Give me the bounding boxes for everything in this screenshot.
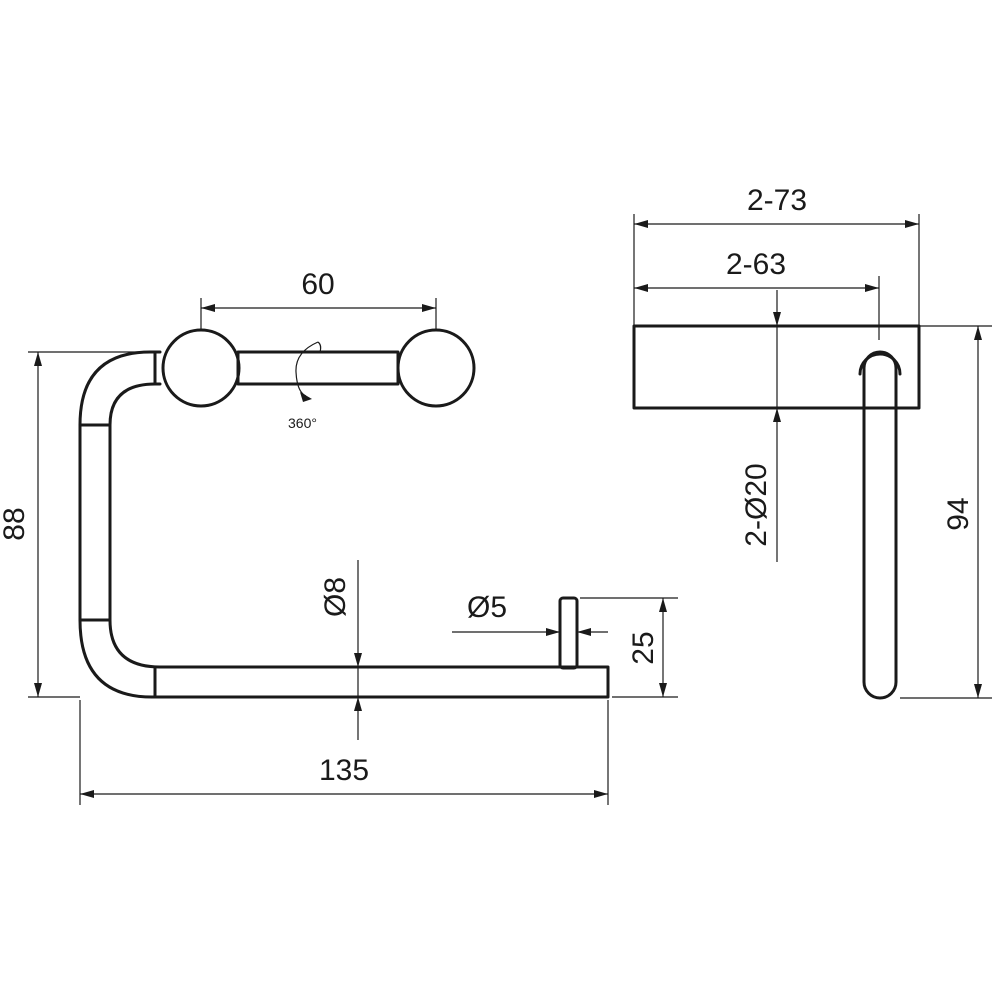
dim-height: 88 bbox=[0, 351, 158, 698]
dim-total-height: 94 bbox=[900, 325, 992, 699]
svg-text:Ø5: Ø5 bbox=[467, 591, 507, 624]
svg-text:94: 94 bbox=[942, 497, 975, 530]
svg-text:135: 135 bbox=[319, 754, 369, 787]
svg-text:Ø8: Ø8 bbox=[319, 577, 352, 617]
dim-pin-diameter: Ø5 bbox=[452, 591, 608, 636]
rotation-note: 360° bbox=[288, 415, 317, 431]
dim-depth-inner: 2-63 bbox=[634, 248, 880, 340]
dim-width: 135 bbox=[79, 700, 609, 805]
dim-knob-diameter: 2-Ø20 bbox=[740, 290, 781, 562]
svg-text:88: 88 bbox=[0, 507, 31, 540]
rotation-arrow-icon bbox=[295, 341, 319, 397]
right-knob bbox=[396, 328, 476, 408]
svg-text:2-Ø20: 2-Ø20 bbox=[740, 463, 773, 546]
roller-bar bbox=[236, 350, 400, 386]
side-view: 2-73 2-63 2-Ø20 94 bbox=[632, 184, 992, 700]
end-pin bbox=[558, 596, 579, 670]
dim-pin-height: 25 bbox=[580, 597, 678, 698]
left-knob bbox=[161, 328, 241, 408]
svg-text:2-63: 2-63 bbox=[726, 248, 786, 281]
dim-depth-outer: 2-73 bbox=[633, 184, 920, 326]
holder-arm-outline bbox=[78, 350, 610, 699]
svg-text:2-73: 2-73 bbox=[747, 184, 807, 217]
svg-text:25: 25 bbox=[627, 631, 660, 664]
side-rod bbox=[862, 350, 898, 700]
svg-text:60: 60 bbox=[301, 268, 334, 301]
dim-roller-length: 60 bbox=[200, 268, 437, 330]
dim-tube-diameter: Ø8 bbox=[319, 560, 362, 740]
front-view: 360° 60 88 Ø8 bbox=[0, 268, 678, 805]
